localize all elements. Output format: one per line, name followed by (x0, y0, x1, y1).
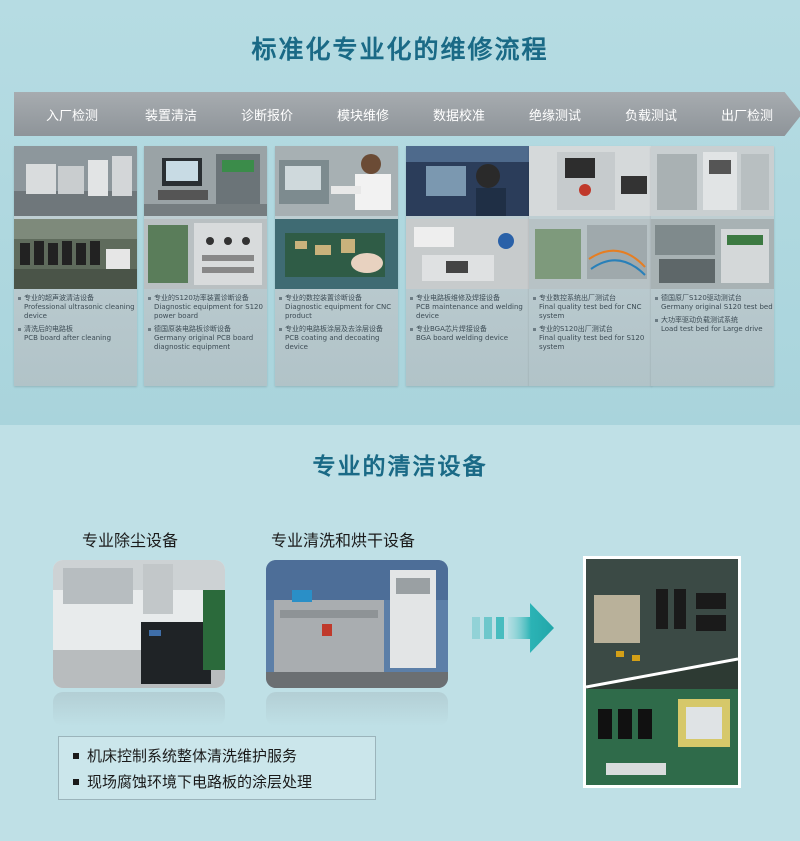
service-item: 机床控制系统整体清洗维护服务 (73, 743, 361, 769)
column-captions: 专业数控系统出厂测试台 Final quality test bed for C… (533, 294, 651, 356)
caption-item: 专业数控系统出厂测试台 Final quality test bed for C… (533, 294, 651, 321)
step-module-repair: 模块维修 (302, 92, 418, 136)
caption-cn: 专业的S120出厂测试台 (539, 325, 613, 333)
caption-en: Final quality test bed for CNC system (539, 303, 642, 320)
cleaned-pcb-photo (14, 219, 137, 289)
large-drive-load-test-photo (651, 219, 774, 289)
caption-en: Germany original PCB board diagnostic eq… (154, 334, 254, 351)
caption-en: BGA board welding device (416, 334, 509, 342)
caption-item: 大功率驱动负载测试系统 Load test bed for Large driv… (655, 316, 773, 334)
step-load-test: 负载测试 (590, 92, 706, 136)
caption-item: 德国原装电路板诊断设备 Germany original PCB board d… (148, 325, 266, 352)
process-steps: 入厂检测 装置清洁 诊断报价 模块维修 数据校准 绝缘测试 负载测试 出厂检测 (14, 92, 800, 136)
step-diagnosis-quote: 诊断报价 (206, 92, 322, 136)
caption-item: 专业电路板维修及焊接设备 PCB maintenance and welding… (410, 294, 528, 321)
caption-cn: 专业的S120功率装置诊断设备 (154, 294, 249, 302)
caption-cn: 专业数控系统出厂测试台 (539, 294, 616, 302)
column-diagnosis-quote: 专业的数控装置诊断设备 Diagnostic equipment for CNC… (275, 146, 398, 386)
s120-diagnostic-photo (144, 146, 267, 216)
caption-en: PCB coating and decoating device (285, 334, 380, 351)
process-section: 标准化专业化的维修流程 入厂检测 装置清洁 诊断报价 模块维修 数据校准 绝缘测… (0, 0, 800, 425)
dust-removal-reflection (53, 692, 225, 726)
pcb-welding-photo (406, 146, 529, 216)
caption-item: 清洗后的电路板 PCB board after cleaning (18, 325, 136, 343)
column-captions: 德国原厂S120驱动测试台 Germany original S120 test… (655, 294, 773, 338)
caption-cn: 专业的超声波清洁设备 (24, 294, 94, 302)
cleaned-pcb-closeup-photo (583, 556, 741, 788)
wash-dry-reflection (266, 692, 448, 726)
step-incoming-inspection: 入厂检测 (14, 92, 130, 136)
caption-item: 专业的S120出厂测试台 Final quality test bed for … (533, 325, 651, 352)
cleaning-title: 专业的清洁设备 (312, 454, 488, 480)
caption-en: Diagnostic equipment for S120 power boar… (154, 303, 263, 320)
caption-en: PCB maintenance and welding device (416, 303, 523, 320)
column-captions: 专业的S120功率装置诊断设备 Diagnostic equipment for… (148, 294, 266, 356)
s120-test-bed-photo (529, 219, 652, 289)
column-module-repair: 专业电路板维修及焊接设备 PCB maintenance and welding… (406, 146, 529, 386)
caption-en: Load test bed for Large drive (661, 325, 763, 333)
column-device-cleaning: 专业的S120功率装置诊断设备 Diagnostic equipment for… (144, 146, 267, 386)
caption-item: 德国原厂S120驱动测试台 Germany original S120 test… (655, 294, 773, 312)
step-insulation-test: 绝缘测试 (494, 92, 610, 136)
caption-en: Professional ultrasonic cleaning device (24, 303, 135, 320)
step-final-inspection: 出厂检测 (686, 92, 800, 136)
caption-cn: 大功率驱动负载测试系统 (661, 316, 738, 324)
cleaning-section: 专业的清洁设备 专业除尘设备 专业清洗和烘干设备 (0, 425, 800, 841)
caption-en: Germany original S120 test bed (661, 303, 773, 311)
column-captions: 专业电路板维修及焊接设备 PCB maintenance and welding… (410, 294, 528, 347)
process-title: 标准化专业化的维修流程 (251, 35, 549, 64)
caption-cn: 专业的数控装置诊断设备 (285, 294, 362, 302)
caption-item: 专业BGA芯片焊接设备 BGA board welding device (410, 325, 528, 343)
ultrasonic-cleaner-photo (14, 146, 137, 216)
s120-drive-test-bed-photo (651, 146, 774, 216)
column-captions: 专业的超声波清洁设备 Professional ultrasonic clean… (18, 294, 136, 347)
column-data-calibration: 专业数控系统出厂测试台 Final quality test bed for C… (529, 146, 652, 386)
dust-removal-photo (53, 560, 225, 688)
caption-item: 专业的电路板涂层及去涂层设备 PCB coating and decoating… (279, 325, 397, 352)
caption-en: PCB board after cleaning (24, 334, 112, 342)
caption-cn: 清洗后的电路板 (24, 325, 73, 333)
cnc-diagnostic-photo (275, 146, 398, 216)
caption-item: 专业的超声波清洁设备 Professional ultrasonic clean… (18, 294, 136, 321)
services-list: 机床控制系统整体清洗维护服务 现场腐蚀环境下电路板的涂层处理 (58, 736, 376, 800)
arrow-right-icon (472, 603, 554, 653)
service-item: 现场腐蚀环境下电路板的涂层处理 (73, 769, 361, 795)
wash-dry-photo (266, 560, 448, 688)
dust-removal-label: 专业除尘设备 (82, 531, 179, 550)
column-captions: 专业的数控装置诊断设备 Diagnostic equipment for CNC… (279, 294, 397, 356)
caption-cn: 德国原装电路板诊断设备 (154, 325, 231, 333)
step-data-calibration: 数据校准 (398, 92, 514, 136)
caption-item: 专业的S120功率装置诊断设备 Diagnostic equipment for… (148, 294, 266, 321)
caption-cn: 专业电路板维修及焊接设备 (416, 294, 500, 302)
column-final-inspection: 德国原厂S120驱动测试台 Germany original S120 test… (651, 146, 774, 386)
pcb-coating-photo (275, 219, 398, 289)
caption-cn: 专业的电路板涂层及去涂层设备 (285, 325, 383, 333)
cnc-test-bed-photo (529, 146, 652, 216)
caption-en: Diagnostic equipment for CNC product (285, 303, 392, 320)
column-incoming-inspection: 专业的超声波清洁设备 Professional ultrasonic clean… (14, 146, 137, 386)
caption-item: 专业的数控装置诊断设备 Diagnostic equipment for CNC… (279, 294, 397, 321)
step-device-cleaning: 装置清洁 (110, 92, 226, 136)
caption-en: Final quality test bed for S120 system (539, 334, 645, 351)
bga-welding-photo (406, 219, 529, 289)
caption-cn: 德国原厂S120驱动测试台 (661, 294, 742, 302)
wash-dry-label: 专业清洗和烘干设备 (271, 531, 416, 550)
caption-cn: 专业BGA芯片焊接设备 (416, 325, 487, 333)
pcb-diagnostic-equipment-photo (144, 219, 267, 289)
equipment-columns: 专业的超声波清洁设备 Professional ultrasonic clean… (14, 146, 774, 386)
